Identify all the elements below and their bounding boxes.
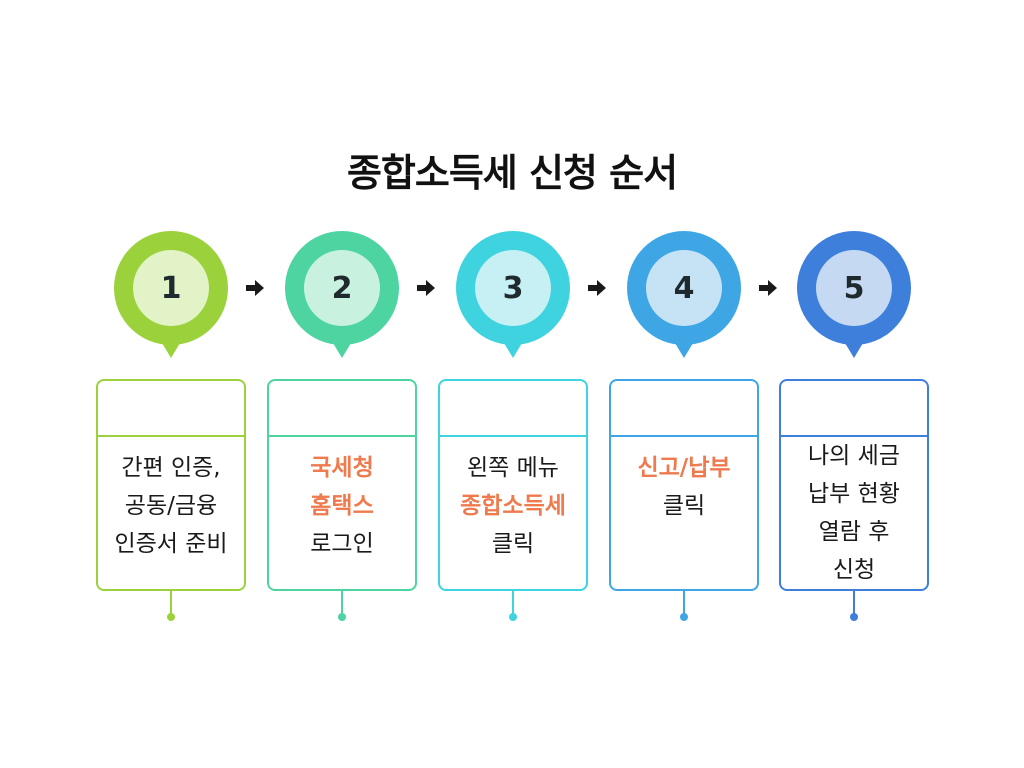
- connector-dot: [167, 613, 175, 621]
- description-line: 신청: [832, 557, 876, 583]
- highlighted-text: 국세청: [310, 455, 374, 481]
- step-number: 5: [816, 250, 892, 326]
- step-marker-pin: 4: [627, 231, 741, 345]
- description-line: 납부 현황: [808, 481, 900, 507]
- step-number: 4: [646, 250, 722, 326]
- step-number: 1: [133, 250, 209, 326]
- description-line: 왼쪽 메뉴: [467, 455, 559, 481]
- card-divider: [781, 435, 927, 437]
- card-divider: [440, 435, 586, 437]
- connector-dot: [680, 613, 688, 621]
- description-line: 간편 인증,: [121, 455, 221, 481]
- step-marker-pin: 5: [797, 231, 911, 345]
- step-marker-pin: 2: [285, 231, 399, 345]
- description-line: 나의 세금: [808, 443, 900, 469]
- highlighted-text: 홈택스: [310, 493, 374, 519]
- connector-stem: [170, 591, 172, 615]
- step-number: 2: [304, 250, 380, 326]
- step-marker-pin: 1: [114, 231, 228, 345]
- connector-stem: [512, 591, 514, 615]
- arrow-right-icon: [759, 280, 777, 296]
- connector-dot: [850, 613, 858, 621]
- step-marker-tip: [842, 338, 866, 358]
- page-title: 종합소득세 신청 순서: [346, 151, 678, 195]
- step-marker-tip: [330, 338, 354, 358]
- connector-dot: [509, 613, 517, 621]
- step-marker-tip: [159, 338, 183, 358]
- card-divider: [269, 435, 415, 437]
- highlighted-text: 종합소득세: [460, 493, 566, 519]
- connector-stem: [853, 591, 855, 615]
- step-marker-pin: 3: [456, 231, 570, 345]
- arrow-right-icon: [246, 280, 264, 296]
- arrow-right-icon: [417, 280, 435, 296]
- connector-stem: [341, 591, 343, 615]
- connector-dot: [338, 613, 346, 621]
- card-divider: [98, 435, 244, 437]
- step-marker-tip: [672, 338, 696, 358]
- description-line: 공동/금융: [124, 493, 218, 519]
- card-divider: [611, 435, 757, 437]
- connector-stem: [683, 591, 685, 615]
- arrow-right-icon: [588, 280, 606, 296]
- highlighted-text: 신고/납부: [637, 455, 731, 481]
- step-marker-tip: [501, 338, 525, 358]
- description-line: 클릭: [662, 493, 706, 519]
- description-line: 로그인: [310, 531, 374, 557]
- description-line: 열람 후: [818, 519, 890, 545]
- description-line: 클릭: [491, 531, 535, 557]
- step-number: 3: [475, 250, 551, 326]
- description-line: 인증서 준비: [114, 531, 228, 557]
